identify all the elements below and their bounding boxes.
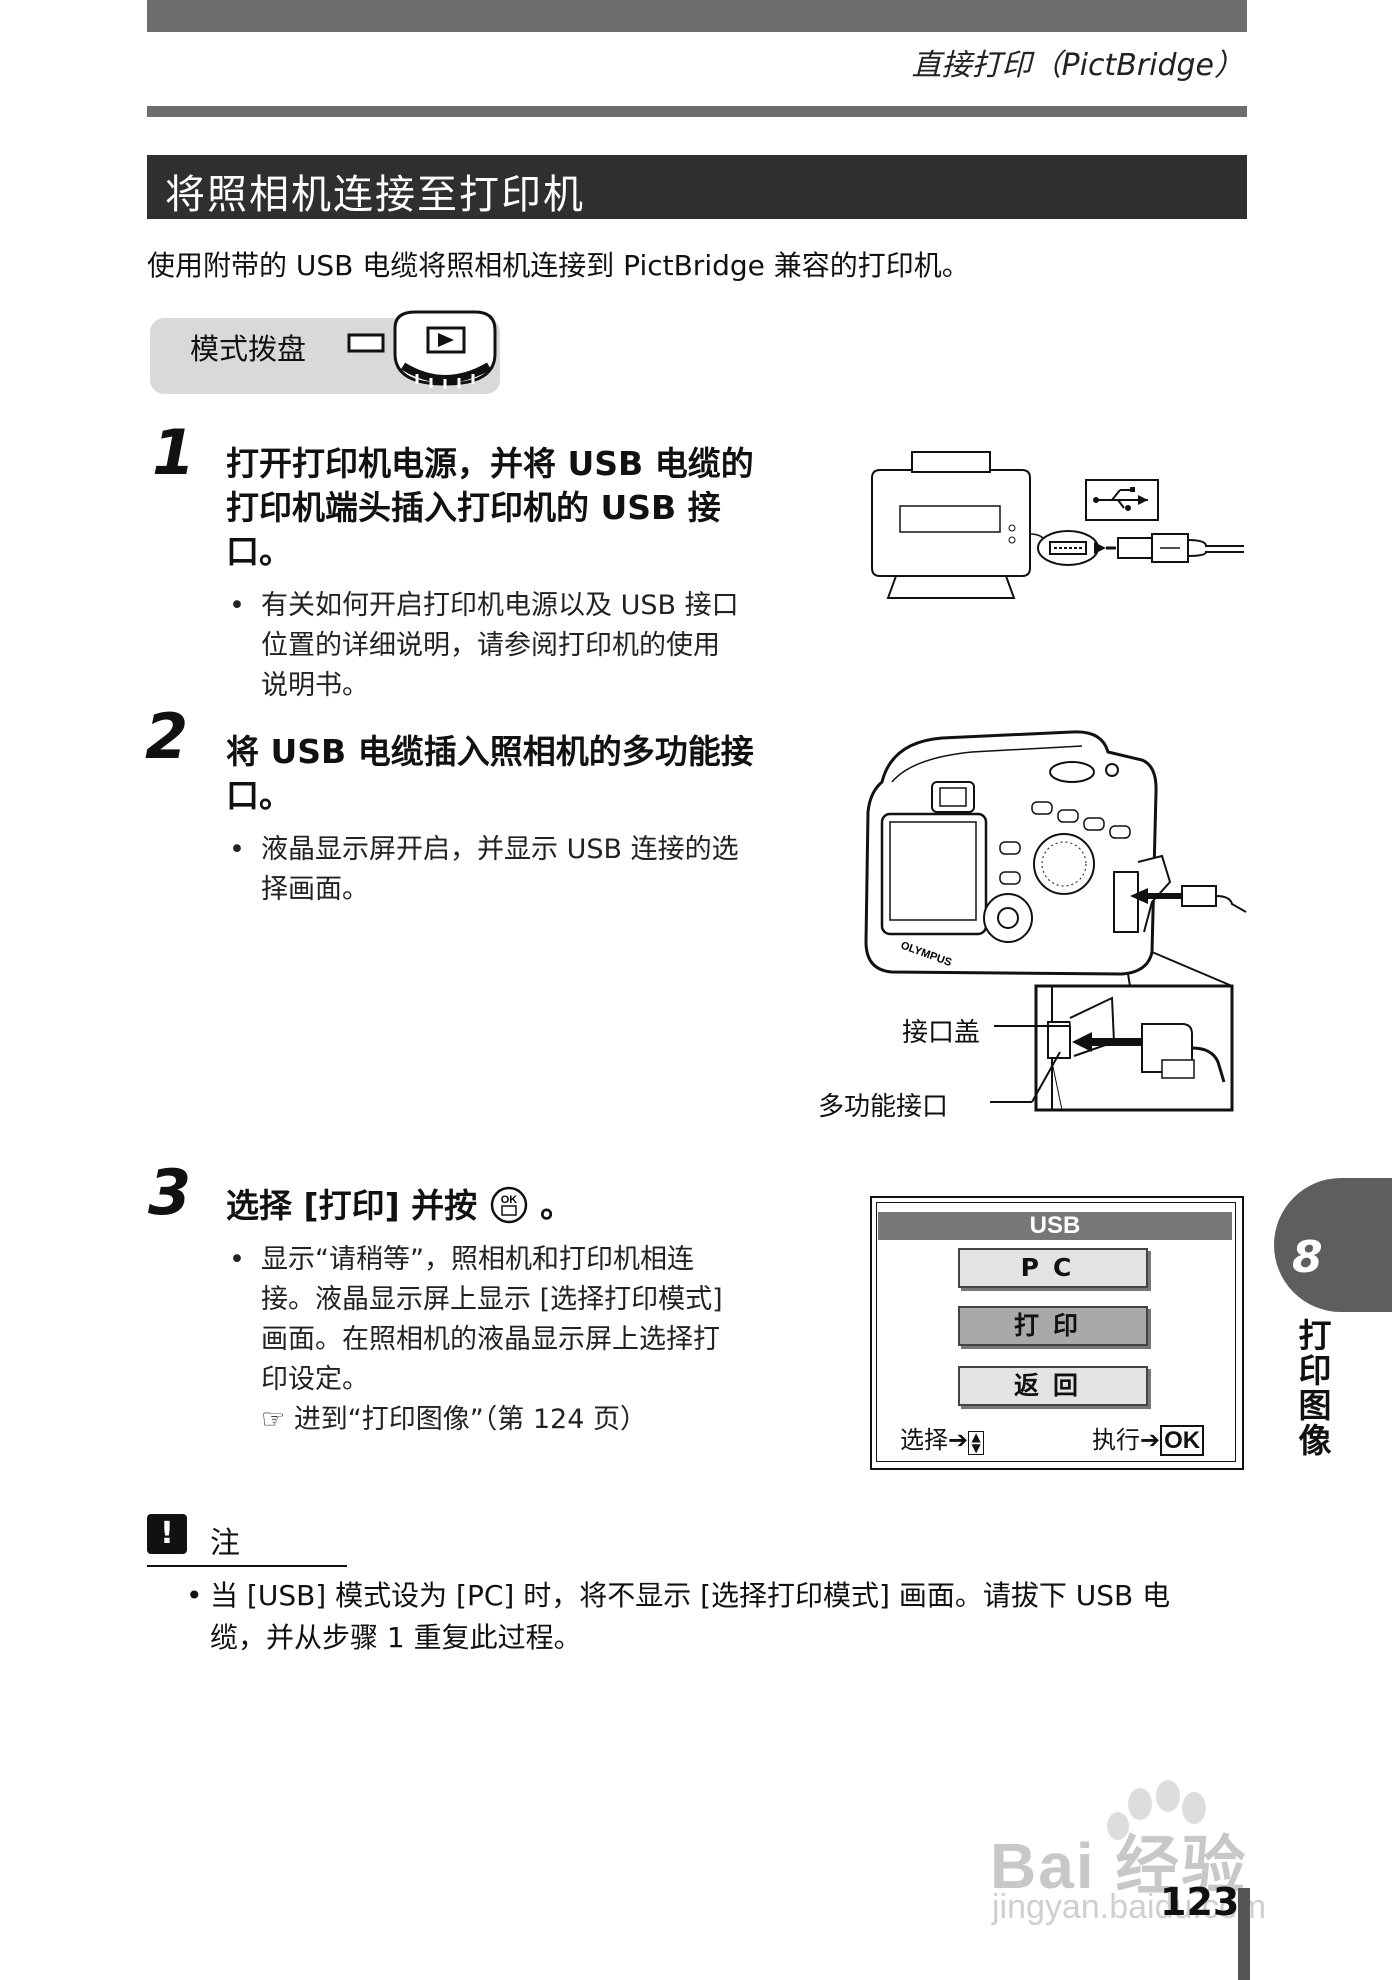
page-number: 123 [1160, 1880, 1240, 1924]
chapter-number: 8 [1292, 1232, 1323, 1283]
step-2-title: 将 USB 电缆插入照相机的多功能接 口。 [226, 732, 754, 815]
lcd-footer-execute: 执行➔OK [1092, 1420, 1205, 1456]
section-title: 将照相机连接至打印机 [165, 172, 585, 218]
callout-multi-connector: 多功能接口 [818, 1092, 949, 1122]
note-text: • 当 [USB] 模式设为 [PC] 时，将不显示 [选择打印模式] 画面。请… [186, 1579, 1171, 1654]
note-label: 注 [210, 1526, 240, 1561]
lcd-option-print[interactable]: 打印 [958, 1306, 1148, 1346]
intro-text: 使用附带的 USB 电缆将照相机连接到 PictBridge 兼容的打印机。 [147, 249, 970, 282]
top-bar [147, 0, 1247, 32]
printer-usb-illustration [871, 451, 1244, 599]
mode-dial-label: 模式拨盘 [190, 332, 307, 366]
section-title-bar [147, 155, 1247, 219]
lcd-footer-select: 选择➔▲▼ [900, 1420, 985, 1455]
note-rule [147, 1565, 347, 1567]
lcd-screen [870, 1196, 1244, 1470]
callout-lines [990, 1025, 1070, 1103]
watermark-brand: Bai 经验 [990, 1830, 1248, 1902]
watermark-url: jingyan.baidu.com [992, 1888, 1267, 1926]
lcd-option-back[interactable]: 返回 [958, 1366, 1148, 1406]
svg-text:OK: OK [500, 1194, 517, 1206]
pointing-hand-icon: ☞ [261, 1404, 286, 1435]
callout-connector-cover: 接口盖 [902, 1018, 981, 1048]
step-1-title: 打开打印机电源，并将 USB 电缆的 打印机端头插入打印机的 USB 接 口。 [226, 444, 754, 571]
lcd-screen-inner [876, 1202, 1236, 1462]
step-2-number: 2 [145, 700, 189, 773]
lcd-title: USB [878, 1212, 1232, 1240]
running-title: 直接打印（PictBridge） [911, 48, 1244, 83]
step-3-bullet: • 显示“请稍等”，照相机和打印机相连 接。液晶显示屏上显示 [选择打印模式] … [229, 1240, 801, 1440]
page-reference: ☞ 进到“打印图像”（第 124 页） [261, 1404, 647, 1435]
baidu-paw-icon [1107, 1780, 1206, 1840]
step-1-number: 1 [152, 416, 196, 489]
header-rule [147, 106, 1247, 117]
lcd-option-pc[interactable]: PC [958, 1248, 1148, 1288]
step-1-bullet: • 有关如何开启打印机电源以及 USB 接口 位置的详细说明，请参阅打印机的使用… [229, 590, 739, 701]
chapter-tab [1274, 1178, 1392, 1312]
page-number-bar [1238, 1888, 1250, 1980]
step-2-bullet: • 液晶显示屏开启，并显示 USB 连接的选 择画面。 [229, 834, 739, 905]
ok-button-icon: OK [490, 1186, 527, 1224]
note-icon: ! [147, 1514, 187, 1554]
chapter-title: 打印图像 [1293, 1318, 1332, 1458]
step-3-title: 选择 [打印] 并按 OK 。 [226, 1186, 574, 1225]
step-3-number: 3 [148, 1156, 192, 1229]
camera-illustration: OLYMPUS [864, 730, 1247, 1112]
playback-icon [347, 310, 497, 389]
